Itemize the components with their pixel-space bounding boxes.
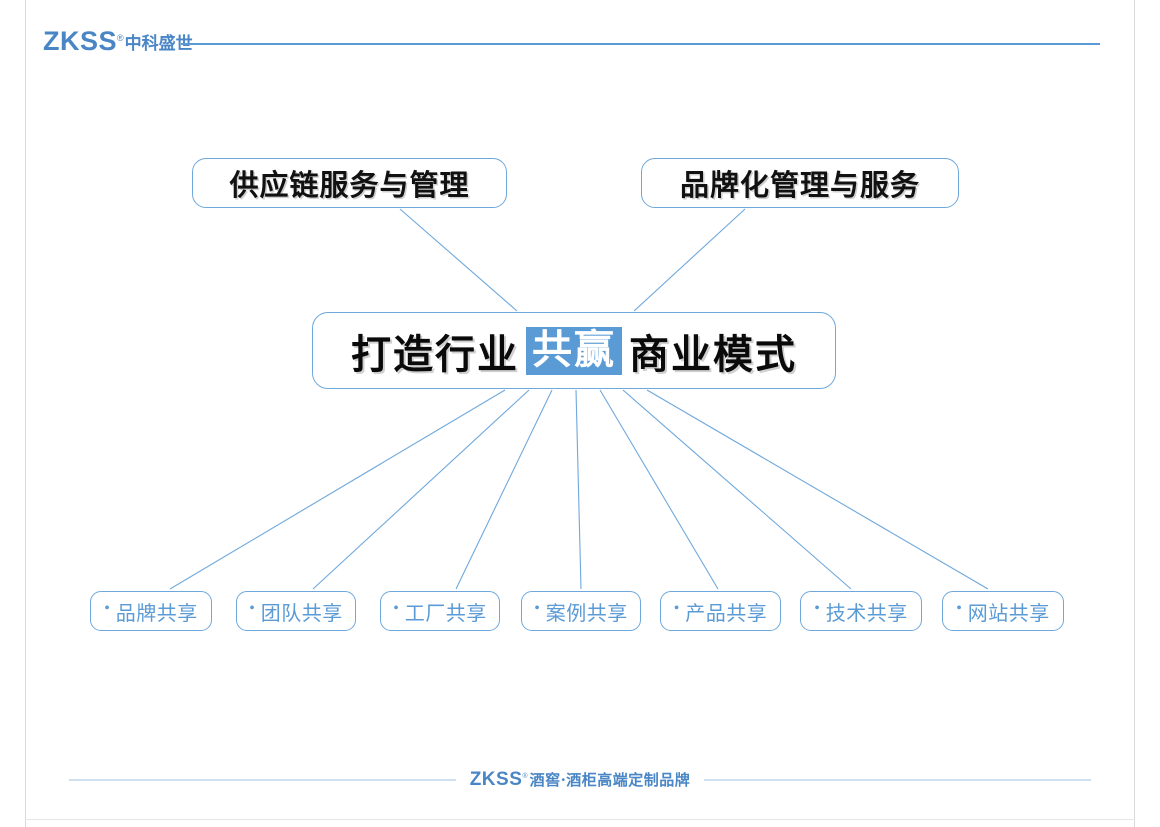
footer-divider-right <box>704 778 1092 781</box>
node-share-case-label: 案例共享 <box>545 600 628 625</box>
node-share-product[interactable]: • 产品共享 <box>660 591 781 631</box>
node-brand-management-label: 品牌化管理与服务 <box>679 168 920 202</box>
connector-leaf-0 <box>169 389 506 590</box>
center-text-highlight: 共赢 <box>526 326 622 375</box>
registered-trademark-icon: ® <box>522 773 528 780</box>
bullet-icon: • <box>534 600 540 617</box>
node-share-technology[interactable]: • 技术共享 <box>800 591 922 631</box>
center-node-text: 打造行业 共赢 商业模式 <box>351 322 797 380</box>
connector-leaf-5 <box>622 389 852 590</box>
node-share-team-label: 团队共享 <box>260 600 343 625</box>
page-border-left <box>25 0 26 827</box>
node-share-website[interactable]: • 网站共享 <box>942 591 1064 631</box>
bullet-icon: • <box>673 600 680 617</box>
connector-leaf-3 <box>575 389 582 590</box>
bullet-icon: • <box>104 600 110 617</box>
node-share-brand[interactable]: • 品牌共享 <box>90 591 212 631</box>
connector-leaf-4 <box>599 389 719 590</box>
node-share-factory-label: 工厂共享 <box>404 600 487 625</box>
page-border-right <box>1134 0 1135 827</box>
bullet-icon: • <box>249 600 255 617</box>
logo-chinese-name: 中科盛世 <box>124 34 193 54</box>
connector-leaf-1 <box>312 389 530 590</box>
footer-brand: ZKSS ® 酒窖·酒柜高端定制品牌 <box>470 770 691 789</box>
node-share-product-label: 产品共享 <box>685 600 768 625</box>
header-divider-line <box>181 43 1100 45</box>
logo-wordmark: ZKSS <box>43 26 118 56</box>
bullet-icon: • <box>814 600 820 617</box>
connector-top-left <box>399 208 518 312</box>
node-share-team[interactable]: • 团队共享 <box>236 591 356 631</box>
footer-tagline: 酒窖·酒柜高端定制品牌 <box>529 771 691 789</box>
node-center-business-model[interactable]: 打造行业 共赢 商业模式 <box>312 312 836 389</box>
center-text-suffix: 商业模式 <box>629 330 797 378</box>
header-logo: ZKSS ® 中科盛世 <box>43 28 193 55</box>
bullet-icon: • <box>393 600 399 617</box>
connector-top-right <box>633 208 746 312</box>
node-supply-chain-label: 供应链服务与管理 <box>229 168 470 202</box>
node-share-technology-label: 技术共享 <box>825 600 908 625</box>
page-border-bottom <box>25 819 1135 820</box>
node-share-brand-label: 品牌共享 <box>115 600 198 625</box>
node-brand-management[interactable]: 品牌化管理与服务 <box>641 158 959 208</box>
connector-leaf-6 <box>646 389 989 590</box>
connector-leaf-2 <box>455 389 553 590</box>
footer-wordmark: ZKSS <box>469 769 523 790</box>
node-share-factory[interactable]: • 工厂共享 <box>380 591 500 631</box>
node-share-case[interactable]: • 案例共享 <box>521 591 641 631</box>
node-supply-chain[interactable]: 供应链服务与管理 <box>192 158 507 208</box>
registered-trademark-icon: ® <box>117 33 124 43</box>
center-text-prefix: 打造行业 <box>351 330 519 378</box>
bullet-icon: • <box>956 600 962 617</box>
footer-divider-left <box>68 778 456 781</box>
footer: ZKSS ® 酒窖·酒柜高端定制品牌 <box>0 770 1160 789</box>
node-share-website-label: 网站共享 <box>967 600 1050 625</box>
